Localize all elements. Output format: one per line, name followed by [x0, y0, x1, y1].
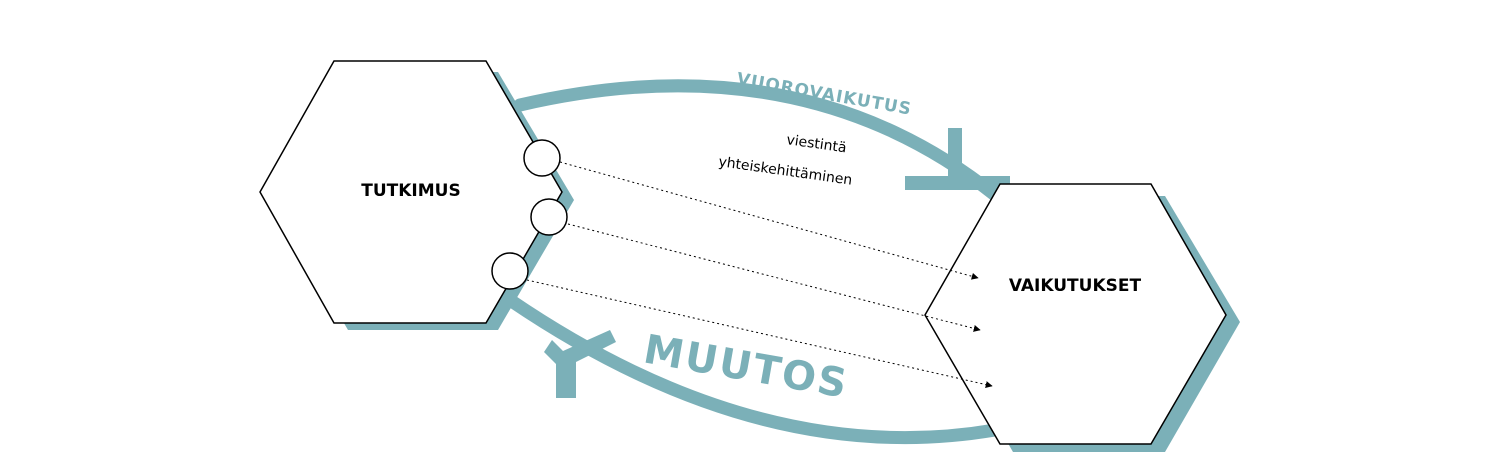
tutkimus-label: TUTKIMUS: [361, 181, 460, 201]
flow-arrow-2: [567, 223, 981, 332]
top-arc-arrowhead: [905, 128, 1010, 190]
vaikutukset-hexagon: [924, 183, 1227, 445]
flow-label-viestinta: viestintä: [785, 132, 847, 156]
connection-circle-2: [530, 198, 568, 236]
connection-circle-3: [491, 252, 529, 290]
top-arc: [513, 79, 1002, 202]
connection-circle-1: [523, 139, 561, 177]
bottom-arc: [503, 293, 1002, 445]
flow-arrow-1: [559, 161, 979, 280]
flow-label-yhteiskehittaminen: yhteiskehittäminen: [717, 154, 853, 189]
vaikutukset-label: VAIKUTUKSET: [1009, 276, 1142, 296]
tutkimus-hexagon: [259, 60, 563, 324]
bottom-arc-arrowhead: [544, 330, 616, 398]
